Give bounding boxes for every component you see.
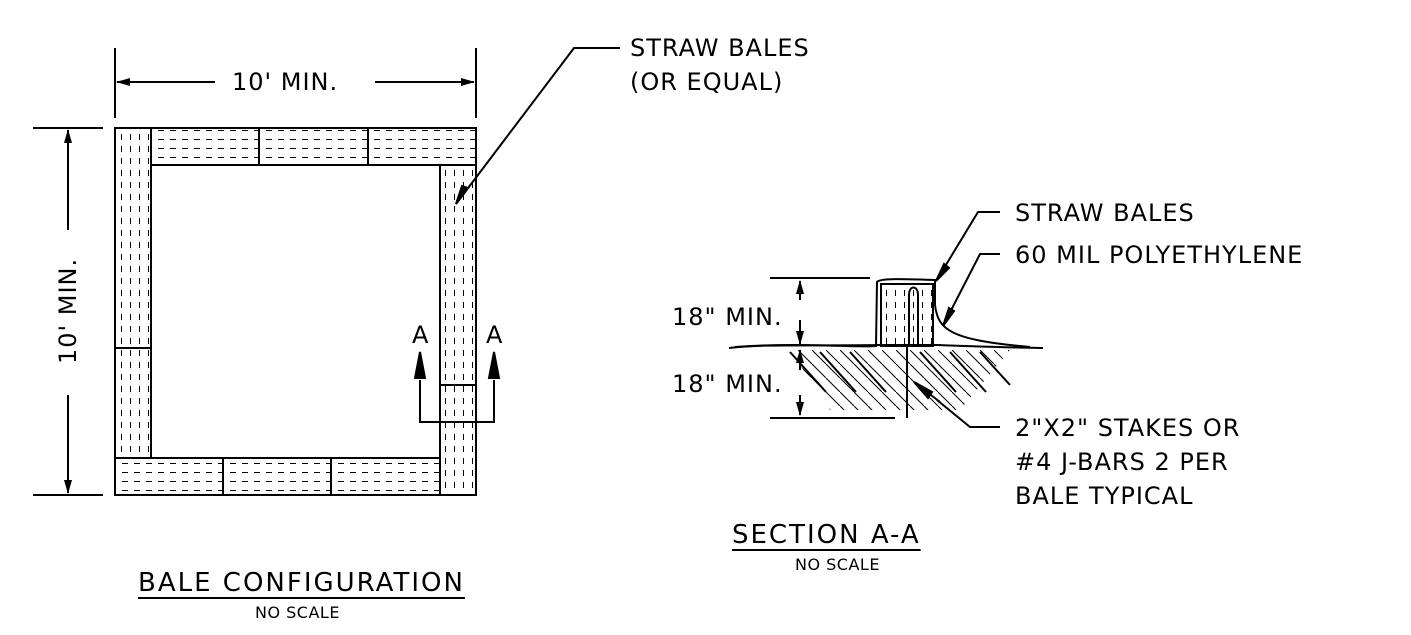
bale-configuration-plan [33,48,620,495]
straw-bale-section [881,284,933,346]
bale-configuration-scale: NO SCALE [255,603,340,622]
soil-hatch [790,350,1010,410]
bale-configuration-title: BALE CONFIGURATION [138,568,465,598]
section-straw-bales-callout: STRAW BALES [1015,199,1195,227]
dim-top-label: 10' MIN. [232,68,339,96]
section-a-a-detail [729,212,1043,427]
section-polyethylene-callout: 60 MIL POLYETHYLENE [1015,241,1304,269]
section-marker-left: A [412,321,430,349]
section-marker-right: A [486,321,504,349]
dim-above-label: 18" MIN. [672,303,783,331]
stakes-callout-line2: #4 J-BARS 2 PER [1015,448,1229,476]
stakes-callout-line1: 2"X2" STAKES OR [1015,414,1241,442]
dim-left-label: 10' MIN. [54,257,82,364]
bale-top [151,128,476,165]
straw-bales-callout-line2: (OR EQUAL) [630,68,784,96]
bale-right [440,165,476,495]
section-a-a-scale: NO SCALE [795,555,880,574]
bale-bottom [115,458,440,495]
polyethylene-sheet [735,279,1030,347]
section-a-a-title: SECTION A-A [732,520,921,550]
straw-bales-callout-line1: STRAW BALES [630,34,810,62]
bale-left [115,128,151,458]
dim-below-label: 18" MIN. [672,370,783,398]
stakes-callout-line3: BALE TYPICAL [1015,482,1194,510]
